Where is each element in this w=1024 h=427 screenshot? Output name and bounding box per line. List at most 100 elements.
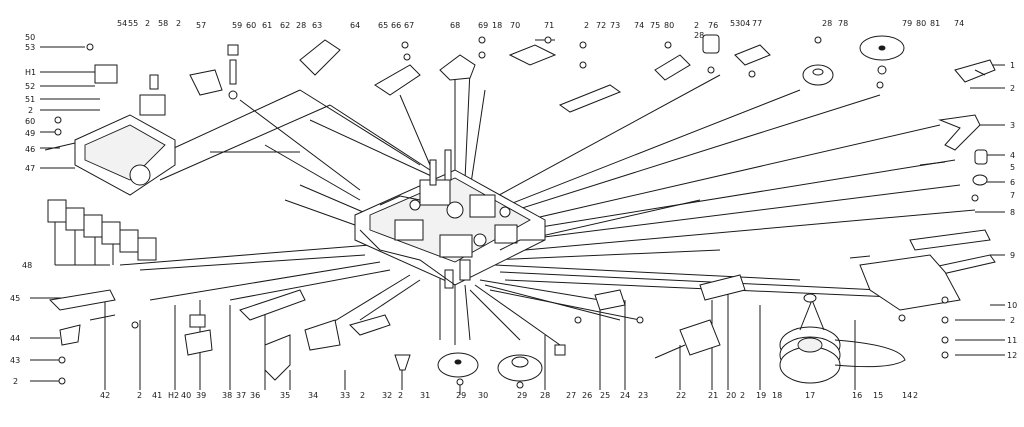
part-label: 2 [740,391,745,400]
part-label: 28 [540,391,550,400]
part-label: 2 [584,21,589,30]
part-label: 2 [398,391,403,400]
right-assembly [859,114,996,359]
part-label: 30 [478,391,488,400]
part-label: 10 [1007,301,1017,310]
part-label: 26 [582,391,592,400]
part-label: 33 [340,391,350,400]
part-label: 21 [708,391,718,400]
part-label: 65 [378,21,388,30]
part-label: H2 [168,391,179,400]
part-label: 55 [128,19,138,28]
main-chassis [354,149,546,289]
part-label: 6 [1010,178,1015,187]
part-label: 8 [1010,208,1015,217]
part-label: 61 [262,21,272,30]
motor-belt-assembly [779,255,906,384]
part-label: 42 [100,391,110,400]
part-label: 52 [25,82,35,91]
part-label: 64 [350,21,360,30]
part-label: 12 [1007,351,1017,360]
part-label: 23 [638,391,648,400]
part-label: 22 [676,391,686,400]
part-label: 15 [873,391,883,400]
part-label: 51 [25,95,35,104]
part-label: 24 [620,391,630,400]
part-label: 14 [902,391,912,400]
part-label: 29 [456,391,466,400]
part-label: 80 [664,21,674,30]
part-label: 63 [312,21,322,30]
part-label: 72 [596,21,606,30]
part-label: 4 [1010,151,1015,160]
part-label: 36 [250,391,260,400]
part-label: 31 [420,391,430,400]
part-label: 20 [726,391,736,400]
part-label: 39 [196,391,206,400]
part-label: 5304 [730,19,750,28]
part-label: 74 [634,21,644,30]
part-label: 2 [913,391,918,400]
part-label: 48 [22,261,32,270]
part-label: 67 [404,21,414,30]
part-label: 57 [196,21,206,30]
part-label: 2 [1010,84,1015,93]
part-label: H1 [25,68,36,77]
part-label: 46 [25,145,35,154]
part-label: 44 [10,334,20,343]
part-label: 2 [145,19,150,28]
part-label: 16 [852,391,862,400]
part-label: 2 [137,391,142,400]
part-label: 25 [600,391,610,400]
part-label: 41 [152,391,162,400]
part-label: 75 [650,21,660,30]
part-label: 11 [1007,336,1017,345]
part-label: 68 [450,21,460,30]
part-label: 2 [28,106,33,115]
part-label: 47 [25,164,35,173]
part-label: 27 [566,391,576,400]
part-label: 45 [10,294,20,303]
part-label: 60 [246,21,256,30]
top-left-assembly [44,39,341,196]
leader-lines [30,46,1005,395]
bottom-parts [48,274,746,389]
part-label: 3 [1010,121,1015,130]
part-label: 53 [25,43,35,52]
part-label: 40 [181,391,191,400]
part-label: 69 [478,21,488,30]
part-label: 62 [280,21,290,30]
part-label: 35 [280,391,290,400]
part-label: 66 [391,21,401,30]
part-label: 49 [25,129,35,138]
part-label: 59 [232,21,242,30]
part-label: 5 [1010,163,1015,172]
part-label: 38 [222,391,232,400]
part-label: 50 [25,33,35,42]
part-label: 76 [708,21,718,30]
part-label: 29 [517,391,527,400]
part-label: 80 [916,19,926,28]
part-label: 28 [296,21,306,30]
top-parts [374,34,996,113]
part-label: 60 [25,117,35,126]
part-label: 28 [694,31,704,40]
part-label: 54 [117,19,127,28]
part-label: 7 [1010,191,1015,200]
part-label: 58 [158,19,168,28]
part-label: 9 [1010,251,1015,260]
part-label: 37 [236,391,246,400]
part-label: 2 [176,19,181,28]
part-label: 28 [822,19,832,28]
part-label: 81 [930,19,940,28]
part-label: 18 [492,21,502,30]
part-label: 32 [382,391,392,400]
part-label: 74 [954,19,964,28]
part-label: 17 [805,391,815,400]
part-label: 1 [1010,61,1015,70]
part-label: 34 [308,391,318,400]
part-label: 2 [694,21,699,30]
part-label: 2 [360,391,365,400]
part-label: 18 [772,391,782,400]
part-label: 79 [902,19,912,28]
